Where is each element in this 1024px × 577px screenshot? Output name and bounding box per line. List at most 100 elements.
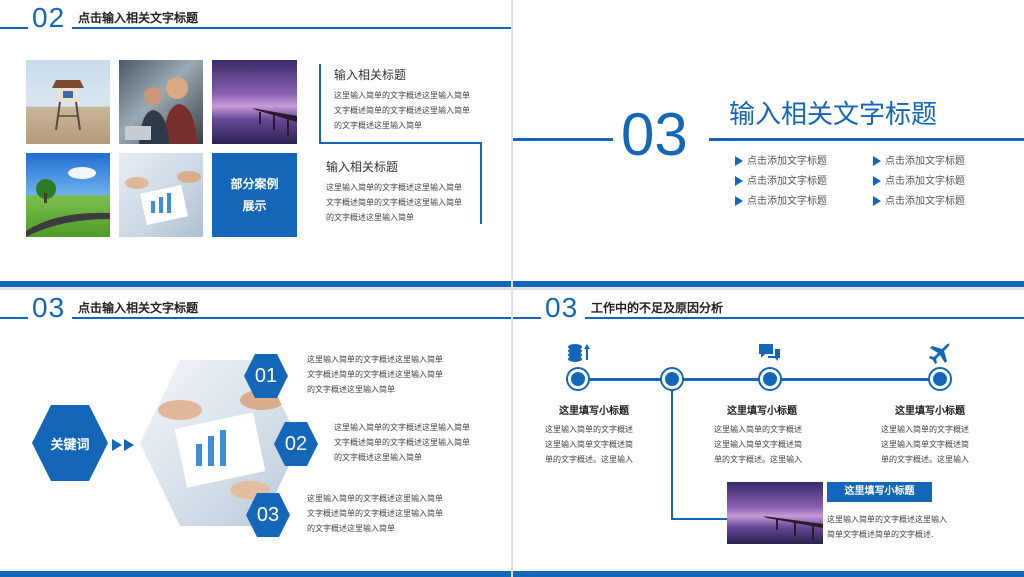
section-number: 03 (545, 292, 579, 323)
arrow-icon (873, 196, 881, 206)
block-title: 输入相关标题 (326, 160, 399, 174)
header-line (72, 27, 511, 29)
item-label: 点击添加文字标题 (885, 156, 965, 167)
case-showcase-box: 部分案例 展示 (212, 153, 297, 237)
item-label: 点击添加文字标题 (885, 196, 965, 207)
text-line: 这里输入简单的文字概述 (881, 425, 969, 434)
text-line: 单的文字概述。这里输入 (545, 455, 633, 464)
text-line: 文字概述简单的文字概述这里输入简单 (307, 509, 443, 518)
case-label: 展示 (242, 199, 267, 213)
text-line: 这里输入简单的文字概述 (545, 425, 633, 434)
text-line: 这里输入简单的文字概述这里输入简单 (326, 183, 462, 192)
footer-bar (513, 281, 1024, 287)
bottom-text: 这里输入简单的文字概述这里输入 简单文字概述简单的文字概述. (827, 512, 947, 542)
header-line (72, 317, 511, 319)
item-label: 点击添加文字标题 (747, 176, 827, 187)
text-line: 单的文字概述。这里输入 (714, 455, 802, 464)
desc-text: 这里输入简单的文字概述这里输入简单 文字概述简单的文字概述这里输入简单 的文字概… (307, 352, 443, 397)
text-line: 文字概述简单的文字概述这里输入简单 (307, 370, 443, 379)
text-line: 这里输入简单的文字概述这里输入简单 (334, 91, 470, 100)
desc-text: 这里输入简单的文字概述这里输入简单 文字概述简单的文字概述这里输入简单 的文字概… (334, 420, 470, 465)
hex-number: 02 (284, 432, 308, 455)
desc-text: 这里输入简单的文字概述这里输入简单 文字概述简单的文字概述这里输入简单 的文字概… (307, 491, 443, 536)
text-line: 这里输入简单文字概述简 (545, 440, 633, 449)
text-line: 的文字概述这里输入简单 (326, 213, 414, 222)
header-line (0, 27, 28, 29)
text-line: 文字概述简单的文字概述这里输入简单 (334, 438, 470, 447)
office-people-photo (119, 60, 203, 144)
slide-2[interactable]: 03 输入相关文字标题 点击添加文字标题 点击添加文字标题 点击添加文字标题 点… (513, 0, 1024, 287)
block-text: 这里输入简单的文字概述这里输入简单 文字概述简单的文字概述这里输入简单 的文字概… (334, 88, 470, 133)
arrow-icon (873, 156, 881, 166)
meeting-hands-photo (119, 153, 203, 237)
header-line (0, 317, 28, 319)
slide-4[interactable]: 03 工作中的不足及原因分析 这里填写小标题 这里输入简单的文字概述 这里输入简… (513, 290, 1024, 577)
divider-line (513, 138, 613, 141)
header-line (585, 317, 1024, 319)
bracket-line (319, 142, 482, 144)
list-item: 点击添加文字标题 (873, 152, 965, 167)
text-line: 单的文字概述。这里输入 (881, 455, 969, 464)
pier-sunset-photo (727, 482, 823, 544)
slide-title: 点击输入相关文字标题 (78, 11, 199, 25)
section-number: 03 (32, 292, 66, 323)
connector-line (671, 389, 673, 520)
text-line: 文字概述简单的文字概述这里输入简单 (334, 106, 470, 115)
text-line: 的文字概述这里输入简单 (307, 524, 395, 533)
text-line: 这里输入简单的文字概述这里输入简单 (307, 494, 443, 503)
hex-number: 01 (254, 364, 278, 387)
slide-title: 工作中的不足及原因分析 (591, 301, 724, 315)
item-label: 点击添加文字标题 (747, 156, 827, 167)
footer-bar (0, 281, 511, 287)
slide-3[interactable]: 03 点击输入相关文字标题 关键词 01 02 03 这里输入简单的文字概述这里… (0, 290, 511, 577)
keyword-label: 关键词 (50, 437, 90, 453)
tree-road-photo (26, 153, 110, 237)
column-title: 这里填写小标题 (895, 406, 965, 417)
list-item: 点击添加文字标题 (735, 152, 827, 167)
double-arrow-icon (112, 436, 136, 451)
keyword-hexagon: 关键词 (32, 405, 108, 481)
footer-bar (0, 571, 511, 577)
header-line (513, 317, 541, 319)
text-line: 的文字概述这里输入简单 (334, 121, 422, 130)
arrow-icon (735, 156, 743, 166)
pier-sunset-photo (212, 60, 297, 144)
slide-title: 点击输入相关文字标题 (78, 301, 199, 315)
column-text: 这里输入简单的文字概述 这里输入简单文字概述简 单的文字概述。这里输入 (714, 422, 814, 467)
number-hexagon: 02 (274, 422, 318, 466)
coins-icon (567, 340, 591, 364)
number-hexagon: 01 (244, 354, 288, 398)
text-line: 这里输入简单的文字概述这里输入简单 (307, 355, 443, 364)
bracket-line (480, 142, 482, 224)
chat-icon (757, 342, 781, 364)
hex-number: 03 (256, 503, 280, 526)
text-line: 的文字概述这里输入简单 (307, 385, 395, 394)
timeline-dot (930, 369, 950, 389)
footer-bar (513, 571, 1024, 577)
list-item: 点击添加文字标题 (873, 192, 965, 207)
connector-line (671, 518, 727, 520)
bracket-line (319, 64, 321, 144)
slide-1[interactable]: 02 点击输入相关文字标题 (0, 0, 511, 287)
column-title: 这里填写小标题 (727, 406, 797, 417)
list-item: 点击添加文字标题 (735, 172, 827, 187)
section-number: 02 (32, 2, 66, 33)
lifeguard-tower-photo (26, 60, 110, 144)
block-text: 这里输入简单的文字概述这里输入简单 文字概述简单的文字概述这里输入简单 的文字概… (326, 180, 462, 225)
text-line: 这里输入简单的文字概述这里输入简单 (334, 423, 470, 432)
case-label: 部分案例 (230, 177, 279, 191)
section-title: 输入相关文字标题 (729, 100, 938, 130)
timeline-dot (662, 369, 682, 389)
column-title: 这里填写小标题 (559, 406, 629, 417)
arrow-icon (735, 176, 743, 186)
column-text: 这里输入简单的文字概述 这里输入简单文字概述简 单的文字概述。这里输入 (881, 422, 981, 467)
section-number: 03 (621, 101, 688, 168)
timeline-dot (760, 369, 780, 389)
subtitle-box: 这里填写小标题 (827, 482, 932, 502)
text-line: 这里输入简单文字概述简 (714, 440, 802, 449)
divider-line (709, 138, 1024, 141)
text-line: 文字概述简单的文字概述这里输入简单 (326, 198, 462, 207)
plane-icon (927, 340, 953, 366)
block-title: 输入相关标题 (334, 68, 407, 82)
arrow-icon (873, 176, 881, 186)
